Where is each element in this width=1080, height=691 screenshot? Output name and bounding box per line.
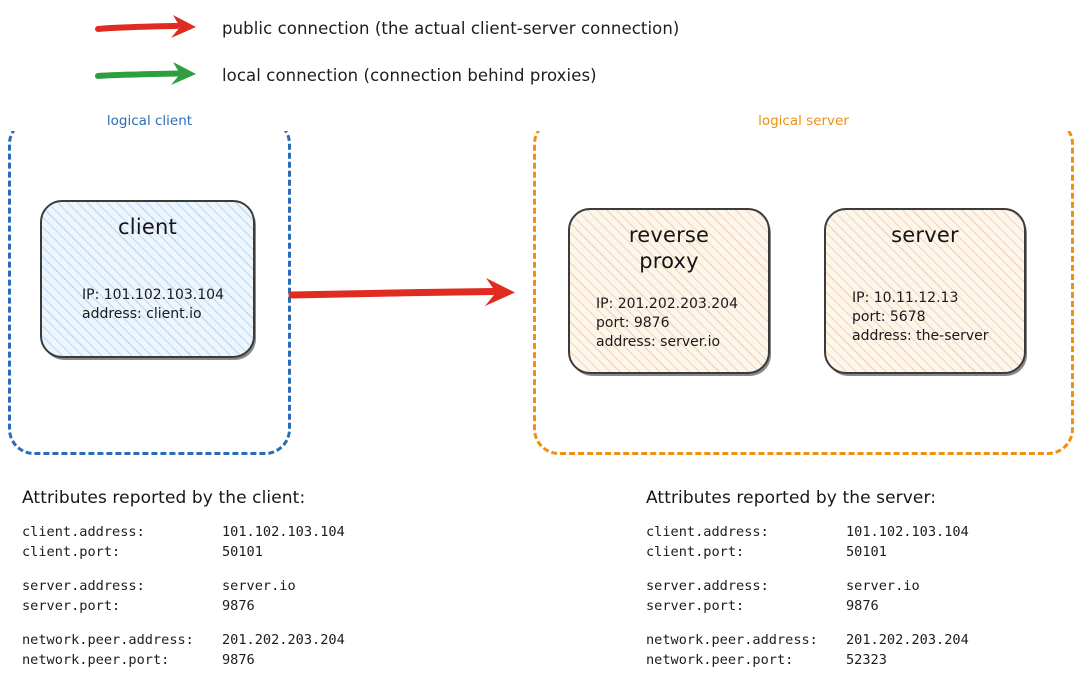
logical-server-caption: logical server	[536, 110, 1071, 131]
node-server-port: port: 5678	[852, 309, 926, 325]
attr-key: client.port:	[22, 544, 121, 560]
public-connection-arrow-icon	[288, 278, 515, 306]
attr-row: client.port: 50101	[22, 542, 522, 562]
attr-group-client-endpoint: client.address: 101.102.103.104 client.p…	[22, 522, 522, 562]
red-arrow-icon	[95, 15, 196, 38]
attributes-panel-server: Attributes reported by the server: clien…	[646, 486, 1076, 684]
attributes-client-heading: Attributes reported by the client:	[22, 488, 306, 508]
attr-group-server-server: server.address: server.io server.port: 9…	[646, 576, 1076, 616]
attr-group-server-peer: network.peer.address: 201.202.203.204 ne…	[646, 630, 1076, 670]
attr-row: network.peer.address: 201.202.203.204	[646, 630, 1076, 650]
attr-value: 201.202.203.204	[222, 632, 345, 648]
node-client[interactable]: client IP: 101.102.103.104 address: clie…	[40, 200, 255, 358]
attr-value: 50101	[846, 544, 887, 560]
attr-value: 50101	[222, 544, 263, 560]
attributes-server-heading: Attributes reported by the server:	[646, 488, 937, 508]
node-reverse-proxy-address: address: server.io	[596, 334, 721, 350]
node-reverse-proxy-port: port: 9876	[596, 315, 670, 331]
node-reverse-proxy-details: IP: 201.202.203.204 port: 9876 address: …	[584, 295, 754, 362]
attr-key: server.port:	[646, 598, 745, 614]
attr-value: server.io	[846, 578, 920, 594]
attr-key: client.address:	[22, 524, 145, 540]
attr-key: server.port:	[22, 598, 121, 614]
client-hatch-pattern	[42, 202, 253, 356]
attr-key: network.peer.port:	[22, 652, 170, 668]
attr-group-client-peer: network.peer.address: 201.202.203.204 ne…	[22, 630, 522, 670]
attr-row: server.port: 9876	[22, 596, 522, 616]
attr-key: client.address:	[646, 524, 769, 540]
node-server[interactable]: server IP: 10.11.12.13 port: 5678 addres…	[824, 208, 1026, 374]
legend: public connection (the actual client-ser…	[0, 0, 1080, 110]
reverse-proxy-hatch-pattern	[570, 210, 768, 372]
legend-item-local: local connection (connection behind prox…	[0, 55, 1080, 95]
attr-key: server.address:	[22, 578, 145, 594]
attr-row: client.port: 50101	[646, 542, 1076, 562]
node-server-ip: IP: 10.11.12.13	[852, 290, 959, 306]
logical-client-caption: logical client	[11, 110, 288, 131]
attr-value: 9876	[222, 598, 255, 614]
attr-row: client.address: 101.102.103.104	[22, 522, 522, 542]
attr-value: 52323	[846, 652, 887, 668]
node-server-address: address: the-server	[852, 328, 989, 344]
node-reverse-proxy-title: reverse proxy	[628, 223, 710, 273]
green-arrow-icon	[95, 62, 196, 85]
attr-value: 101.102.103.104	[222, 524, 345, 540]
attr-value: 101.102.103.104	[846, 524, 969, 540]
attr-value: 9876	[846, 598, 879, 614]
legend-label-public: public connection (the actual client-ser…	[222, 18, 680, 38]
server-hatch-pattern	[826, 210, 1024, 372]
attr-row: network.peer.port: 9876	[22, 650, 522, 670]
node-server-title: server	[891, 223, 959, 247]
attr-value: server.io	[222, 578, 296, 594]
attr-row: network.peer.port: 52323	[646, 650, 1076, 670]
attr-value: 9876	[222, 652, 255, 668]
node-client-ip: IP: 101.102.103.104	[82, 287, 224, 303]
attr-group-client-server: server.address: server.io server.port: 9…	[22, 576, 522, 616]
attr-key: network.peer.port:	[646, 652, 794, 668]
attr-key: server.address:	[646, 578, 769, 594]
attr-row: client.address: 101.102.103.104	[646, 522, 1076, 542]
attr-key: network.peer.address:	[646, 632, 818, 648]
node-reverse-proxy-ip: IP: 201.202.203.204	[596, 296, 738, 312]
node-client-details: IP: 101.102.103.104 address: client.io	[56, 286, 239, 346]
attr-value: 201.202.203.204	[846, 632, 969, 648]
logical-server-caption-text: logical server	[750, 113, 857, 129]
attr-key: network.peer.address:	[22, 632, 194, 648]
attr-row: network.peer.address: 201.202.203.204	[22, 630, 522, 650]
attr-key: client.port:	[646, 544, 745, 560]
node-reverse-proxy[interactable]: reverse proxy IP: 201.202.203.204 port: …	[568, 208, 770, 374]
node-client-title: client	[118, 215, 177, 239]
node-client-address: address: client.io	[82, 306, 202, 322]
legend-label-local: local connection (connection behind prox…	[222, 65, 597, 85]
attributes-panel-client: Attributes reported by the client: clien…	[22, 486, 522, 684]
logical-client-caption-text: logical client	[98, 113, 201, 129]
attr-group-server-client: client.address: 101.102.103.104 client.p…	[646, 522, 1076, 562]
attr-row: server.address: server.io	[22, 576, 522, 596]
attr-row: server.port: 9876	[646, 596, 1076, 616]
legend-item-public: public connection (the actual client-ser…	[0, 8, 1080, 48]
logical-client-container: logical client	[8, 110, 291, 455]
node-server-details: IP: 10.11.12.13 port: 5678 address: the-…	[840, 289, 1010, 362]
logical-server-container: logical server	[533, 110, 1074, 455]
attr-row: server.address: server.io	[646, 576, 1076, 596]
